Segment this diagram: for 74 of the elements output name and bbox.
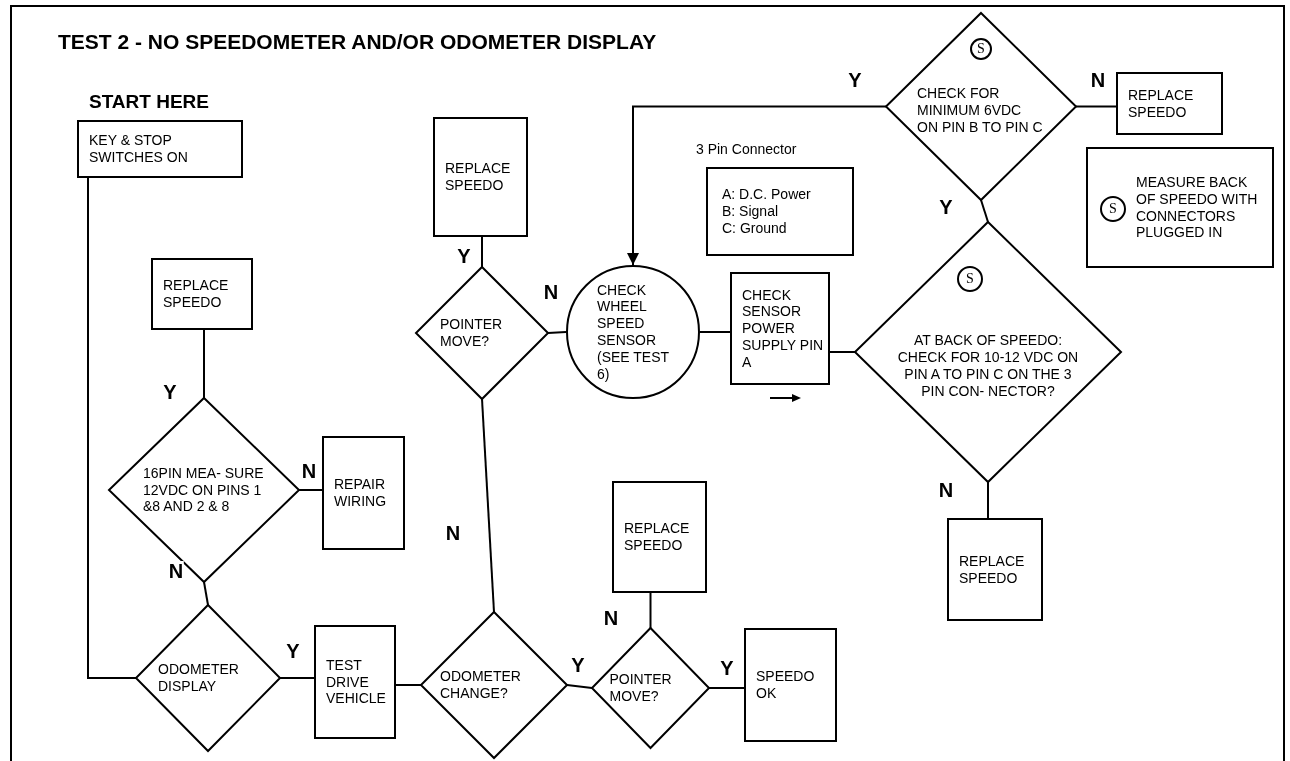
- arrow: [627, 105, 887, 266]
- connector-line: [279, 677, 315, 679]
- process-box: [612, 481, 707, 593]
- connector-line: [699, 331, 731, 333]
- node-text: POINTER MOVE?: [440, 316, 504, 350]
- process-box: [947, 518, 1043, 621]
- node-text: CHECK FOR MINIMUM 6VDC ON PIN B TO PIN C: [917, 85, 1044, 136]
- node-text: ODOMETER CHANGE?: [440, 668, 522, 702]
- edge-label: N: [937, 480, 955, 500]
- node-text: C: Ground: [722, 219, 787, 237]
- connector-line: [649, 592, 652, 629]
- node-text: POINTER MOVE?: [609, 671, 673, 705]
- node-text: REPLACE SPEEDO: [445, 160, 512, 194]
- connector-line: [481, 236, 483, 268]
- node-text: B: Signal: [722, 203, 779, 220]
- start-heading: START HERE: [89, 91, 209, 113]
- decision-diamond: [109, 398, 299, 582]
- process-box: [314, 625, 396, 739]
- decision-diamond: [855, 222, 1121, 482]
- edge-label: Y: [162, 382, 178, 402]
- process-box: [322, 436, 405, 550]
- decision-diamond: [136, 605, 280, 751]
- node-text: REPAIR WIRING: [334, 476, 388, 510]
- edge-label: Y: [285, 641, 301, 661]
- process-box: [744, 628, 837, 742]
- decision-diamond: [886, 13, 1076, 200]
- connector-line: [829, 351, 856, 353]
- decision-diamond: [421, 612, 567, 758]
- node-text: AT BACK OF SPEEDO: CHECK FOR 10-12 VDC ON PIN A TO PIN C ON THE 3 PIN CON- NECTOR?: [896, 332, 1080, 400]
- node-text: REPLACE SPEEDO: [959, 552, 1026, 587]
- node-text: REPLACE SPEEDO: [1128, 86, 1195, 121]
- node-text: MEASURE BACK OF SPEEDO WITH CONNECTORS PLUGGED IN: [1136, 173, 1259, 242]
- connector-line: [547, 331, 567, 334]
- connector-line: [1075, 105, 1117, 108]
- edge-label: N: [300, 461, 318, 481]
- process-box: [1116, 72, 1223, 135]
- edge-label: Y: [938, 197, 954, 217]
- node-text: REPLACE SPEEDO: [163, 277, 230, 311]
- process-box: [1086, 147, 1274, 268]
- connector-line: [566, 684, 593, 689]
- edge-label: N: [542, 282, 560, 302]
- connector-line: [203, 329, 205, 399]
- box-heading: 3 Pin Connector: [696, 141, 797, 157]
- connector-line: [298, 489, 323, 491]
- node-text: CHECK SENSOR POWER SUPPLY PIN A: [742, 286, 824, 371]
- node-text: ODOMETER DISPLAY: [158, 661, 240, 695]
- connector-line: [203, 581, 209, 606]
- node-text: A: D.C. Power: [722, 186, 811, 204]
- node-text: TEST DRIVE VEHICLE: [326, 656, 386, 708]
- node-text: SPEEDO OK: [756, 668, 816, 702]
- edge-label: Y: [456, 246, 472, 266]
- edge-label: Y: [570, 655, 586, 675]
- process-box: [151, 258, 253, 330]
- decision-diamond: [592, 628, 709, 748]
- connector-line: [481, 398, 495, 613]
- symbol-circle: S: [1100, 196, 1126, 222]
- node-text: REPLACE SPEEDO: [624, 520, 691, 554]
- connector-line: [87, 177, 137, 679]
- edge-label: Y: [847, 70, 863, 90]
- node-text: 16PIN MEA- SURE 12VDC ON PINS 1 &8 AND 2 & 8: [143, 464, 265, 516]
- connector-line: [987, 481, 989, 519]
- node-text: KEY & STOP SWITCHES ON: [89, 132, 189, 166]
- diagram-title: TEST 2 - NO SPEEDOMETER AND/OR ODOMETER DISPLAY: [58, 30, 657, 54]
- edge-label: N: [602, 608, 620, 628]
- process-box: [433, 117, 528, 237]
- connector-line: [980, 199, 989, 223]
- connector-line: [708, 687, 745, 689]
- edge-label: N: [444, 523, 462, 543]
- edge-label: N: [167, 561, 185, 581]
- edge-label: N: [1089, 70, 1107, 90]
- connector-line: [395, 684, 422, 686]
- process-box: [730, 272, 830, 385]
- edge-label: Y: [719, 658, 735, 678]
- node-text: CHECK WHEEL SPEED SENSOR (SEE TEST 6): [597, 281, 669, 383]
